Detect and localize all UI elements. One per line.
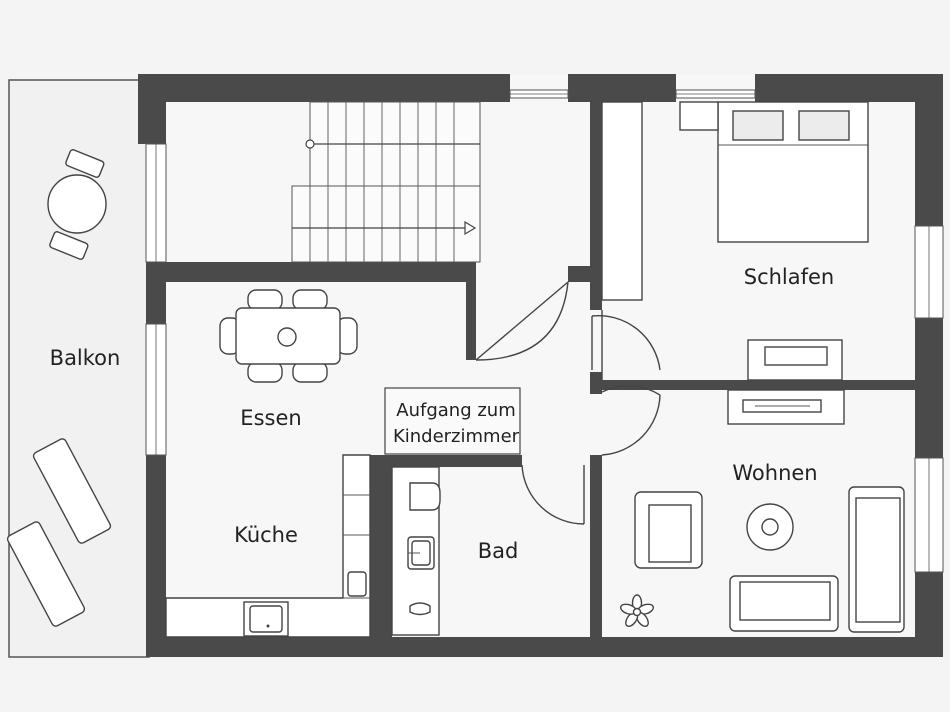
shower-head-icon	[409, 602, 431, 616]
aufgang-sign: Aufgang zum Kinderzimmer	[384, 387, 521, 455]
room-label-bad: Bad	[478, 539, 519, 563]
stair-direction-arrow-icon	[464, 220, 477, 236]
desk	[747, 339, 843, 381]
room-label-kueche: Küche	[234, 523, 298, 547]
room-label-essen: Essen	[240, 406, 301, 430]
aufgang-label-line2: Kinderzimmer	[393, 426, 520, 447]
sofa	[848, 486, 905, 633]
plant-icon	[620, 594, 654, 627]
aufgang-label-line1: Aufgang zum	[396, 400, 515, 421]
room-label-balkon: Balkon	[50, 346, 121, 370]
room-label-wohnen: Wohnen	[732, 461, 817, 485]
nightstand	[679, 101, 719, 131]
staircase	[291, 101, 481, 263]
sofa	[729, 575, 839, 632]
coffee-table	[746, 503, 794, 551]
doors	[475, 281, 661, 525]
windows	[145, 89, 944, 573]
room-label-schlafen: Schlafen	[744, 265, 835, 289]
sun-lounger	[32, 438, 112, 544]
tv-sideboard	[727, 389, 845, 425]
interior-walls	[146, 100, 915, 645]
dining-table	[219, 289, 358, 383]
balcony-table	[47, 149, 107, 260]
wardrobe	[601, 101, 643, 301]
bathroom-fixtures	[391, 466, 441, 636]
bed	[717, 101, 869, 243]
kitchen-counter	[165, 454, 371, 638]
armchair	[634, 491, 703, 569]
toilet	[409, 482, 441, 511]
sun-lounger	[6, 521, 86, 627]
